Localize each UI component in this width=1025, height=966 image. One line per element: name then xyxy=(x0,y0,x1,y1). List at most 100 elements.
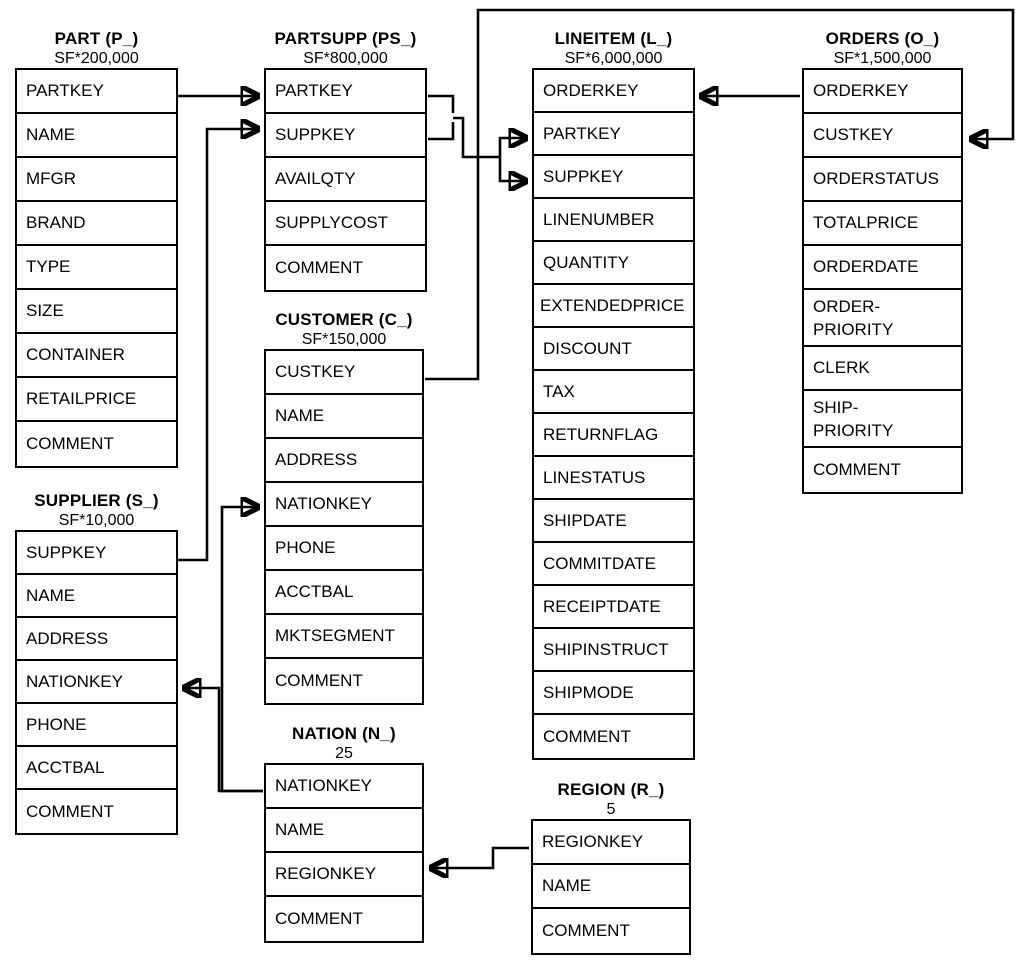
field-lineitem-discount: DISCOUNT xyxy=(534,328,693,371)
field-part-mfgr: MFGR xyxy=(17,158,176,202)
field-lineitem-returnflag: RETURNFLAG xyxy=(534,414,693,457)
table-supplier-count: SF*10,000 xyxy=(58,512,135,529)
field-lineitem-partkey: PARTKEY xyxy=(534,113,693,156)
table-part-title: PART (P_) xyxy=(54,29,139,48)
field-customer-comment: COMMENT xyxy=(275,671,363,690)
wire-nation-to-customer xyxy=(220,507,263,793)
field-lineitem-linestatus: LINESTATUS xyxy=(534,457,693,500)
field-lineitem-suppkey: SUPPKEY xyxy=(534,156,693,199)
field-lineitem-receiptdate: RECEIPTDATE xyxy=(534,586,693,629)
field-region-comment: COMMENT xyxy=(542,921,630,940)
table-nation-count: 25 xyxy=(335,745,353,762)
table-region-title: REGION (R_) xyxy=(557,780,665,799)
field-nation-name: NAME xyxy=(266,809,422,853)
field-supplier-comment: COMMENT xyxy=(26,801,114,821)
field-orders-order-priority: ORDER- PRIORITY xyxy=(804,290,961,347)
field-lineitem-tax: TAX xyxy=(534,371,693,414)
wire-partsupp-bracket-partkey xyxy=(428,94,455,113)
field-lineitem-shipmode: SHIPMODE xyxy=(534,672,693,715)
field-lineitem-commitdate: COMMITDATE xyxy=(534,543,693,586)
field-partsupp-comment: COMMENT xyxy=(275,258,363,277)
table-nation-title: NATION (N_) xyxy=(292,724,396,743)
wire-region-to-nation xyxy=(430,846,529,868)
field-customer-custkey: CUSTKEY xyxy=(266,351,422,395)
field-customer-nationkey: NATIONKEY xyxy=(266,483,422,527)
field-customer-name: NAME xyxy=(266,395,422,439)
table-lineitem-title: LINEITEM (L_) xyxy=(554,29,673,48)
field-partsupp-availqty: AVAILQTY xyxy=(266,158,425,202)
table-partsupp-title: PARTSUPP (PS_) xyxy=(274,29,417,48)
table-supplier-title: SUPPLIER (S_) xyxy=(34,491,159,510)
field-nation-regionkey: REGIONKEY xyxy=(266,853,422,897)
table-orders-count: SF*1,500,000 xyxy=(833,50,932,67)
table-lineitem-count: SF*6,000,000 xyxy=(564,50,663,67)
field-lineitem-comment: COMMENT xyxy=(543,726,631,746)
field-customer-phone: PHONE xyxy=(266,527,422,571)
field-lineitem-quantity: QUANTITY xyxy=(534,242,693,285)
field-region-regionkey: REGIONKEY xyxy=(533,821,689,865)
table-orders-title: ORDERS (O_) xyxy=(825,29,940,48)
table-customer-count: SF*150,000 xyxy=(301,331,387,348)
table-part-count: SF*200,000 xyxy=(54,50,139,67)
field-nation-comment: COMMENT xyxy=(275,909,363,928)
field-customer-mktsegment: MKTSEGMENT xyxy=(266,615,422,659)
field-part-partkey: PARTKEY xyxy=(17,70,176,114)
field-partsupp-partkey: PARTKEY xyxy=(266,70,425,114)
field-orders-comment: COMMENT xyxy=(813,460,901,479)
field-part-comment: COMMENT xyxy=(26,434,114,453)
field-orders-totalprice: TOTALPRICE xyxy=(804,202,961,246)
field-lineitem-shipdate: SHIPDATE xyxy=(534,500,693,543)
field-orders-orderstatus: ORDERSTATUS xyxy=(804,158,961,202)
field-lineitem-extendedprice: EXTENDEDPRICE xyxy=(534,285,693,328)
wire-supplier-to-partsupp xyxy=(178,129,259,562)
field-customer-acctbal: ACCTBAL xyxy=(266,571,422,615)
field-part-name: NAME xyxy=(17,114,176,158)
field-part-size: SIZE xyxy=(17,290,176,334)
field-part-type: TYPE xyxy=(17,246,176,290)
field-orders-orderkey: ORDERKEY xyxy=(804,70,961,114)
field-lineitem-shipinstruct: SHIPINSTRUCT xyxy=(534,629,693,672)
field-supplier-suppkey: SUPPKEY xyxy=(17,532,176,575)
wire-partsupp-to-lineitem-partkey xyxy=(498,138,527,157)
field-part-brand: BRAND xyxy=(17,202,176,246)
field-lineitem-orderkey: ORDERKEY xyxy=(534,70,693,113)
table-region-count: 5 xyxy=(606,801,616,818)
field-supplier-address: ADDRESS xyxy=(17,618,176,661)
field-partsupp-suppkey: SUPPKEY xyxy=(266,114,425,158)
field-supplier-phone: PHONE xyxy=(17,704,176,747)
wire-partsupp-bracket-suppkey xyxy=(428,122,455,141)
field-supplier-acctbal: ACCTBAL xyxy=(17,747,176,790)
field-customer-address: ADDRESS xyxy=(266,439,422,483)
table-customer-title: CUSTOMER (C_) xyxy=(275,310,413,329)
field-part-retailprice: RETAILPRICE xyxy=(17,378,176,422)
wire-nation-to-supplier xyxy=(183,688,263,793)
field-orders-custkey: CUSTKEY xyxy=(804,114,961,158)
wire-partsupp-to-lineitem-suppkey xyxy=(498,157,527,181)
field-part-container: CONTAINER xyxy=(17,334,176,378)
field-orders-orderdate: ORDERDATE xyxy=(804,246,961,290)
table-partsupp-count: SF*800,000 xyxy=(303,50,388,67)
field-region-name: NAME xyxy=(533,865,689,909)
field-supplier-name: NAME xyxy=(17,575,176,618)
wire-partsupp-merge xyxy=(453,116,500,159)
field-partsupp-supplycost: SUPPLYCOST xyxy=(266,202,425,246)
field-lineitem-linenumber: LINENUMBER xyxy=(534,199,693,242)
field-supplier-nationkey: NATIONKEY xyxy=(17,661,176,704)
